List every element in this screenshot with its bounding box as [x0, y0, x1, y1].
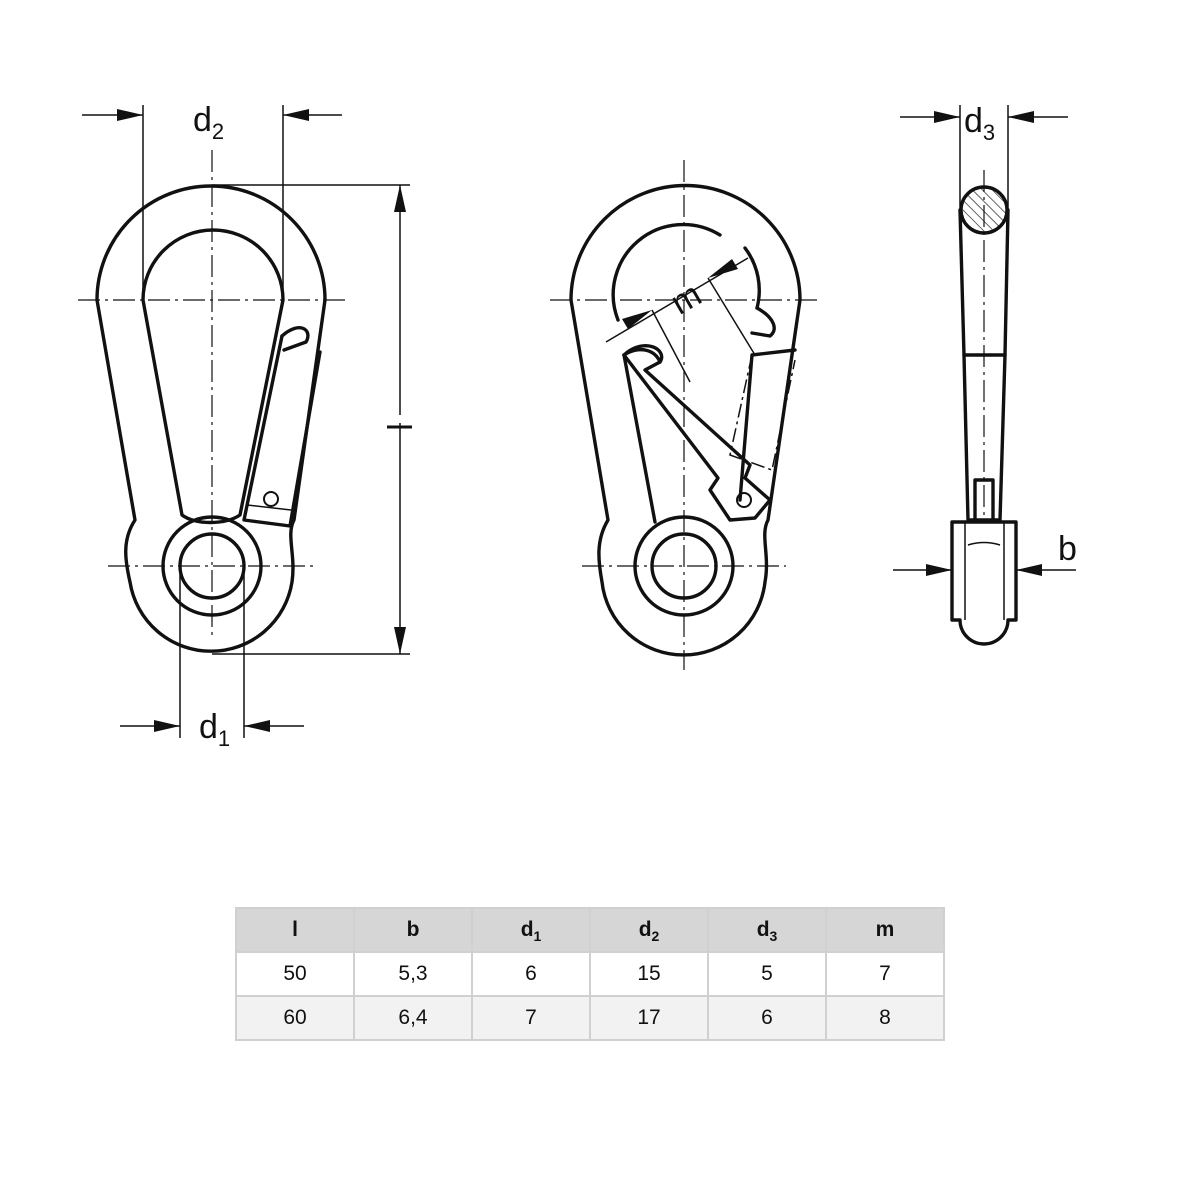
d3-label: d3 [964, 102, 995, 145]
table-cell: 6,4 [353, 995, 473, 1041]
table-cell: 15 [589, 951, 709, 997]
side-body [958, 208, 1010, 522]
front-view-closed [78, 150, 345, 653]
b-label: b [1058, 530, 1077, 568]
front-view-open [550, 160, 820, 670]
col-header-d1: d1 [471, 907, 591, 953]
dimension-d3: d3 [900, 102, 1068, 210]
side-eye [950, 520, 1018, 646]
col-header-d3: d3 [707, 907, 827, 953]
table-cell: 60 [235, 995, 355, 1041]
opening-arc-right [743, 246, 761, 310]
opening-arc-left [611, 222, 722, 322]
table-cell: 7 [825, 951, 945, 997]
gate-open-notch [622, 344, 664, 364]
col-header-m: m [825, 907, 945, 953]
opening-lower-left [622, 353, 657, 524]
col-header-d2: d2 [589, 907, 709, 953]
table-cell: 8 [825, 995, 945, 1041]
carabiner-opening [141, 228, 285, 525]
table-cell: 7 [471, 995, 591, 1041]
l-label: l [382, 423, 420, 431]
gate-notch [280, 326, 310, 352]
table-cell: 6 [471, 951, 591, 997]
gate-phantom [729, 354, 796, 471]
table-cell: 5,3 [353, 951, 473, 997]
m-label: m [664, 275, 708, 322]
opening-lower-right [738, 348, 797, 502]
gate-pin [263, 491, 279, 507]
dimension-b: b [893, 530, 1077, 576]
dimension-l: l [212, 184, 420, 655]
gate-hinge-line [246, 504, 292, 511]
table-cell: 6 [707, 995, 827, 1041]
table-cell: 5 [707, 951, 827, 997]
side-view [950, 170, 1018, 646]
eye-outer-ring [161, 515, 263, 617]
dimension-d2: d2 [82, 101, 342, 300]
carabiner-outline-open [569, 183, 802, 657]
gate-open-pin [736, 492, 752, 508]
table-header-row: l b d1 d2 d3 m [235, 907, 945, 953]
table-row: 50 5,3 6 15 5 7 [235, 951, 945, 997]
col-header-b: b [353, 907, 473, 953]
gate [242, 334, 322, 528]
nose-notch [750, 306, 776, 338]
table-cell: 17 [589, 995, 709, 1041]
table-row: 60 6,4 7 17 6 8 [235, 995, 945, 1041]
carabiner-outline [95, 184, 327, 653]
dimension-d1: d1 [120, 566, 304, 751]
d2-label: d2 [193, 101, 224, 144]
col-header-l: l [235, 907, 355, 953]
table-cell: 50 [235, 951, 355, 997]
dimension-table: l b d1 d2 d3 m 50 5,3 6 15 5 7 60 6,4 7 … [235, 907, 945, 1041]
d1-label: d1 [199, 708, 230, 751]
